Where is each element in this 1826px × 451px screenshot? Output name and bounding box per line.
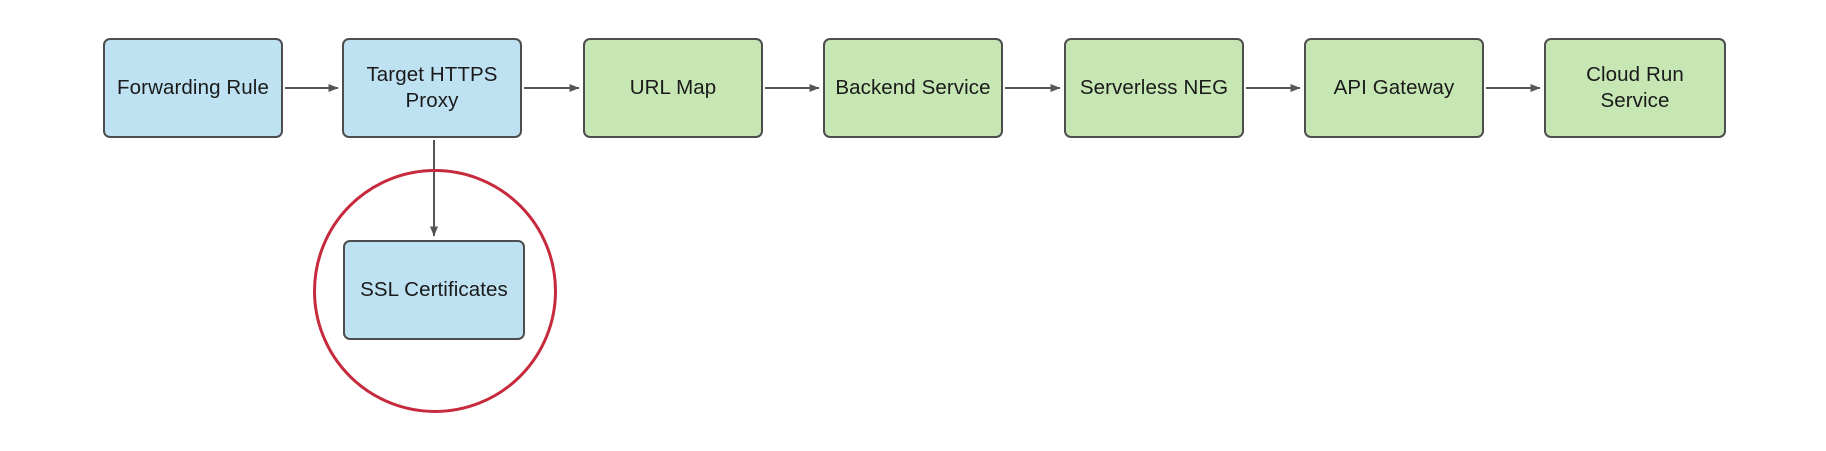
node-api-gateway[interactable]: API Gateway [1304,38,1484,138]
node-forwarding-rule[interactable]: Forwarding Rule [103,38,283,138]
node-label-serverless-neg: Serverless NEG [1079,76,1229,99]
node-label-backend-service: Backend Service [835,76,991,99]
node-label-target-https-proxy: Target HTTPS Proxy [366,63,498,112]
node-label-api-gateway: API Gateway [1333,76,1455,99]
ssl-certificates-highlight [313,169,557,413]
node-url-map[interactable]: URL Map [583,38,763,138]
node-serverless-neg[interactable]: Serverless NEG [1064,38,1244,138]
node-label-url-map: URL Map [629,76,717,99]
node-backend-service[interactable]: Backend Service [823,38,1003,138]
node-cloud-run-service[interactable]: Cloud Run Service [1544,38,1726,138]
node-label-forwarding-rule: Forwarding Rule [117,76,269,99]
node-label-cloud-run-service: Cloud Run Service [1586,63,1684,112]
node-target-https-proxy[interactable]: Target HTTPS Proxy [342,38,522,138]
